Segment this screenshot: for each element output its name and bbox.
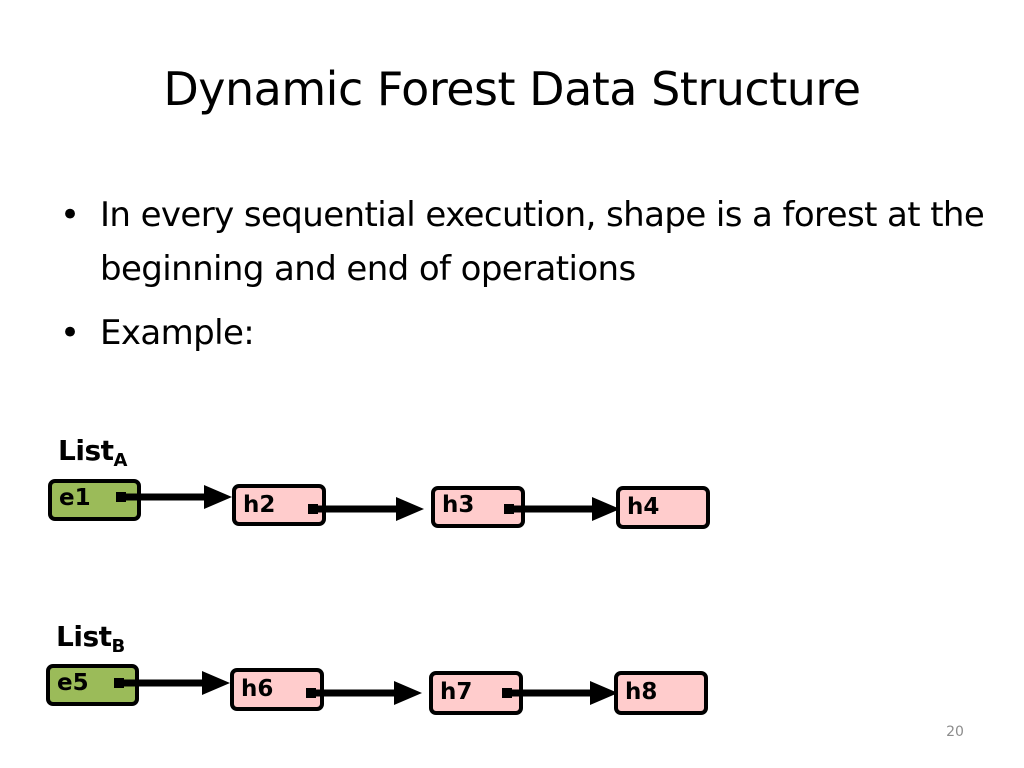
list-b-head-node: e5 bbox=[46, 664, 139, 706]
list-b-label: ListB bbox=[56, 620, 125, 657]
node-label: h2 bbox=[243, 492, 276, 518]
node-label: e5 bbox=[57, 670, 89, 696]
list-a-label: ListA bbox=[58, 434, 127, 471]
bullet-list: • In every sequential execution, shape i… bbox=[58, 188, 988, 370]
node-label: h8 bbox=[625, 679, 658, 705]
list-b-label-text: List bbox=[56, 620, 112, 653]
list-a-node: h3 bbox=[431, 486, 525, 528]
list-a-node: h2 bbox=[232, 484, 326, 526]
node-label: h4 bbox=[627, 494, 660, 520]
node-label: e1 bbox=[59, 485, 91, 511]
bullet-item: • Example: bbox=[58, 306, 988, 360]
page-number: 20 bbox=[946, 724, 964, 740]
bullet-dot-icon: • bbox=[60, 313, 80, 353]
bullet-text: In every sequential execution, shape is … bbox=[100, 195, 985, 289]
bullet-dot-icon: • bbox=[60, 195, 80, 235]
node-label: h3 bbox=[442, 492, 475, 518]
list-b-node: h8 bbox=[614, 671, 708, 715]
list-a-node: h4 bbox=[616, 486, 710, 529]
list-a-label-text: List bbox=[58, 434, 114, 467]
node-label: h6 bbox=[241, 676, 274, 702]
list-a-arrows bbox=[116, 485, 620, 521]
list-b-label-subscript: B bbox=[111, 636, 126, 657]
list-b-arrows bbox=[114, 671, 618, 705]
list-a-head-node: e1 bbox=[48, 479, 141, 521]
bullet-item: • In every sequential execution, shape i… bbox=[58, 188, 988, 296]
list-b-node: h6 bbox=[230, 668, 324, 711]
slide-title: Dynamic Forest Data Structure bbox=[163, 62, 861, 116]
node-label: h7 bbox=[440, 679, 473, 705]
list-b-node: h7 bbox=[429, 671, 523, 715]
bullet-text: Example: bbox=[100, 313, 255, 353]
list-a-label-subscript: A bbox=[113, 450, 128, 471]
